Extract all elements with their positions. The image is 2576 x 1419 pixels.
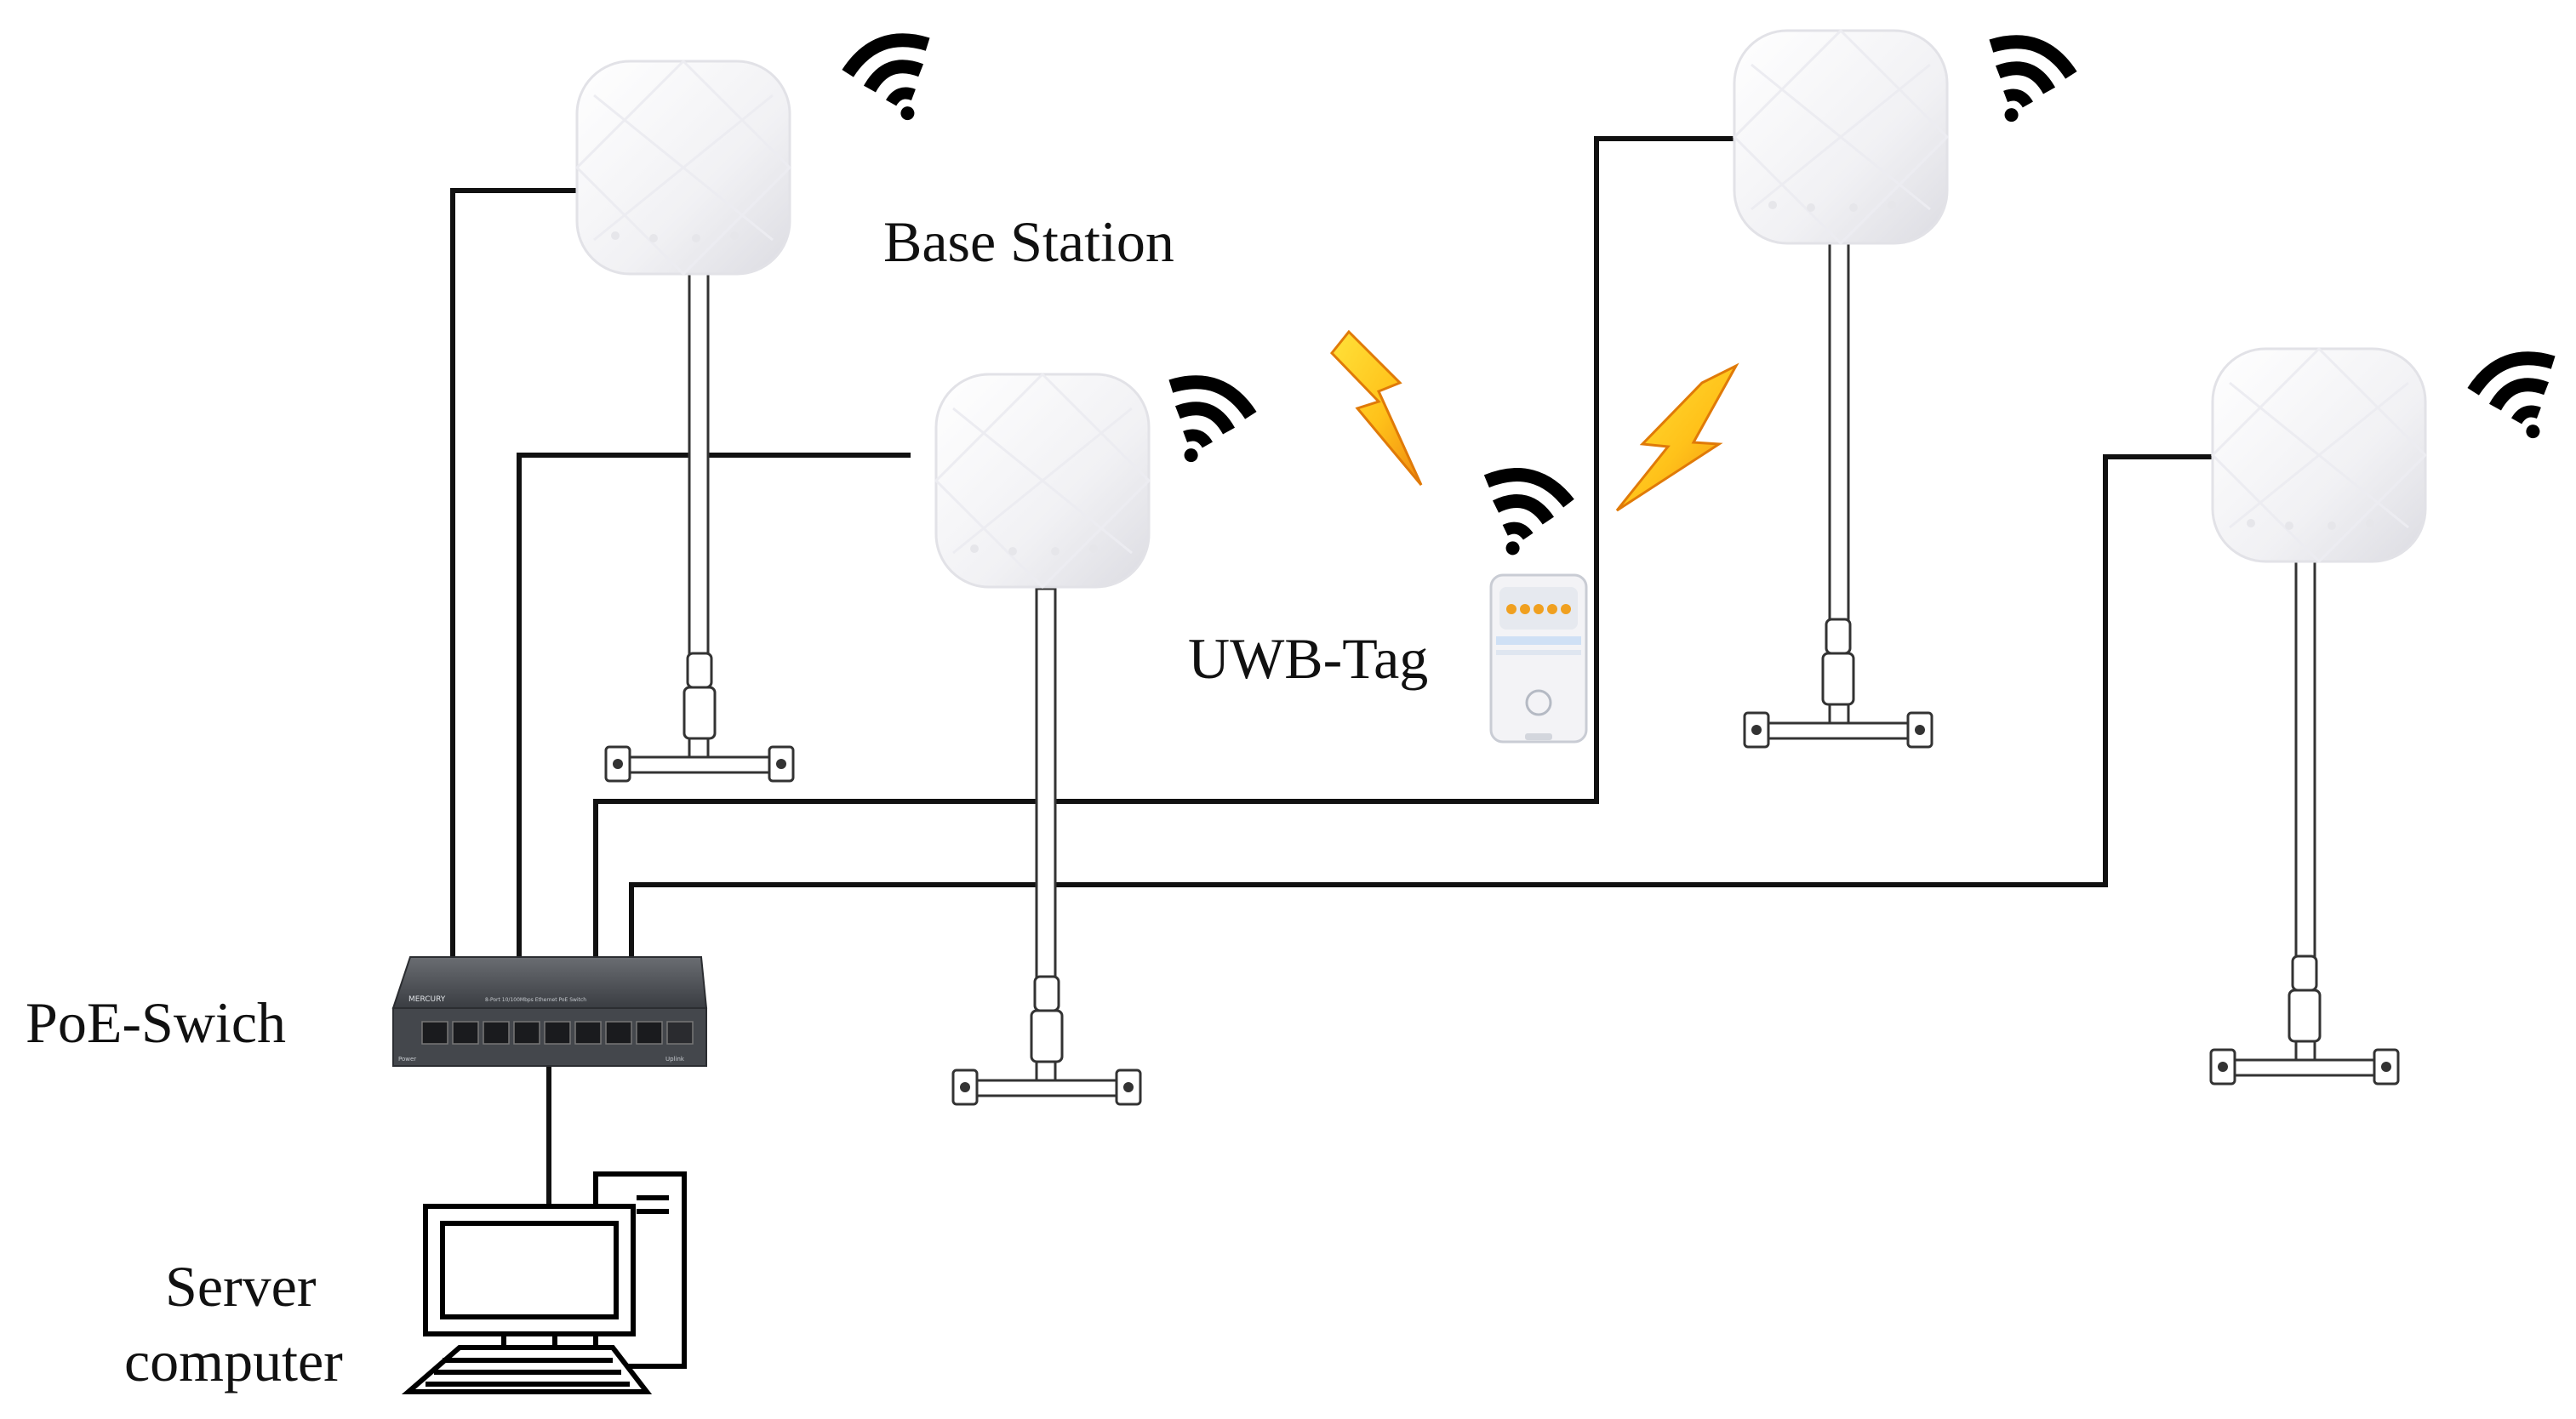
- lightning-bolt-icon: [1330, 329, 1423, 486]
- cables: [450, 136, 2230, 1206]
- switch-power-label: Power: [398, 1056, 416, 1063]
- access-point-icon: [575, 60, 791, 276]
- base-station-1: [575, 29, 950, 783]
- cable-ap3: [593, 136, 1734, 957]
- lightning-bolt-icon: [1615, 362, 1739, 512]
- uwb-tag-label: UWB-Tag: [1188, 626, 1429, 691]
- base-station-label: Base Station: [883, 209, 1174, 274]
- cable-ap4: [629, 454, 2230, 957]
- uwb-tag: [1470, 465, 1588, 744]
- stand-foot: [951, 975, 1142, 1106]
- base-station-4: [2209, 347, 2575, 1086]
- access-point-icon: [934, 373, 1151, 589]
- switch-model: 8-Port 10/100Mbps Ethernet PoE Switch: [485, 997, 586, 1003]
- poe-switch-label: PoE-Swich: [26, 990, 286, 1055]
- switch-port: [513, 1021, 540, 1045]
- wifi-signal-icon: [2468, 347, 2575, 452]
- switch-port: [544, 1021, 571, 1045]
- wifi-signal-icon: [1969, 31, 2076, 135]
- cable-ap1: [450, 188, 577, 957]
- switch-brand: MERCURY: [408, 995, 446, 1004]
- switch-port: [636, 1021, 663, 1045]
- wifi-signal-icon: [842, 29, 950, 134]
- access-point-icon: [2211, 347, 2427, 563]
- network-switch-icon: MERCURY 8-Port 10/100Mbps Ethernet PoE S…: [391, 956, 708, 1067]
- switch-port: [452, 1021, 479, 1045]
- switch-port: [574, 1021, 602, 1045]
- stand-foot: [604, 652, 795, 783]
- access-point-icon: [1733, 29, 1949, 245]
- switch-uplink-port: [666, 1021, 694, 1045]
- switch-port: [605, 1021, 632, 1045]
- uwb-tag-icon: [1489, 573, 1588, 744]
- stand-foot: [2209, 955, 2400, 1086]
- server-label-line2: computer: [124, 1329, 343, 1393]
- stand-foot: [1743, 618, 1933, 749]
- wifi-signal-icon: [1470, 465, 1573, 566]
- desktop-computer-icon: [401, 1171, 687, 1394]
- switch-uplink-label: Uplink: [665, 1056, 685, 1063]
- wifi-signal-icon: [1149, 371, 1256, 476]
- cable-ap2: [517, 453, 911, 957]
- base-station-2: [934, 371, 1256, 1106]
- switch-port: [421, 1021, 448, 1045]
- switch-port: [483, 1021, 510, 1045]
- server-label-line1: Server: [165, 1254, 317, 1319]
- base-station-3: [1733, 29, 2076, 749]
